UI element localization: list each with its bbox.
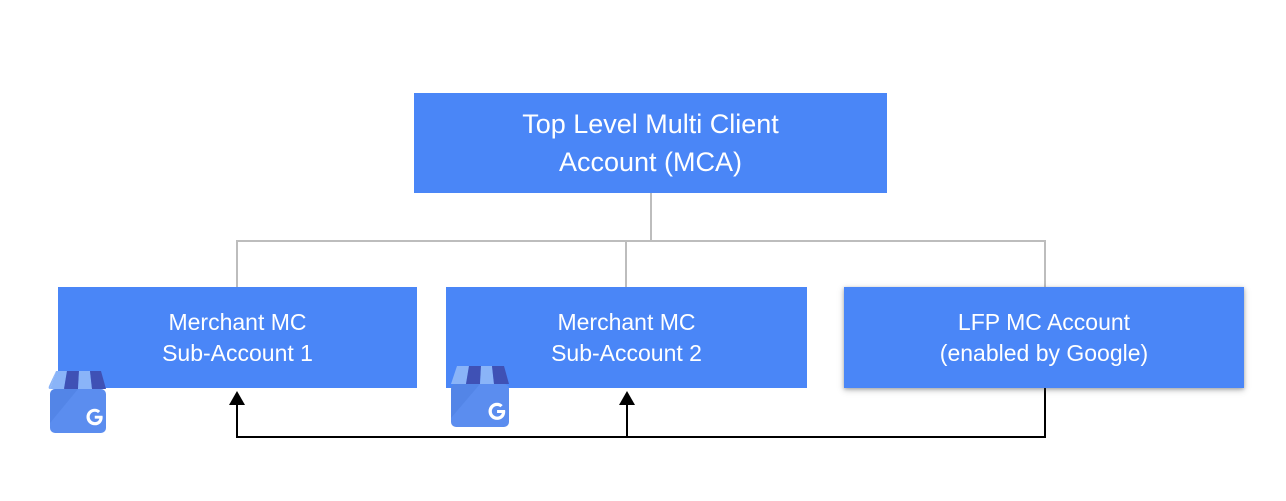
node-lfp-mc-account-line1: LFP MC Account (957, 308, 1131, 335)
google-my-business-icon (43, 367, 113, 433)
node-top-level-mca[interactable]: Top Level Multi Client Account (MCA) (414, 93, 887, 193)
node-merchant-sub-account-2-line2: Sub-Account 2 (551, 339, 702, 366)
node-top-level-mca-line1: Top Level Multi Client (522, 109, 779, 139)
node-lfp-mc-account[interactable]: LFP MC Account (enabled by Google) (844, 287, 1244, 388)
node-top-level-mca-line2: Account (MCA) (558, 147, 743, 177)
arrowhead-to-sub2-icon (619, 391, 635, 405)
node-merchant-sub-account-2-line1: Merchant MC (557, 308, 696, 335)
node-lfp-mc-account-line2: (enabled by Google) (939, 339, 1149, 366)
node-merchant-sub-account-1-text: Merchant MC Sub-Account 1 (58, 307, 417, 369)
node-top-level-mca-text: Top Level Multi Client Account (MCA) (414, 105, 887, 181)
connector-drop-sub2 (625, 240, 627, 288)
node-lfp-mc-account-text: LFP MC Account (enabled by Google) (844, 307, 1244, 369)
connector-drop-lfp (1044, 240, 1046, 288)
flow-riser-to-sub2 (626, 400, 628, 437)
node-merchant-sub-account-2-text: Merchant MC Sub-Account 2 (446, 307, 807, 369)
node-merchant-sub-account-1-line1: Merchant MC (168, 308, 307, 335)
node-merchant-sub-account-1[interactable]: Merchant MC Sub-Account 1 (58, 287, 417, 388)
connector-drop-sub1 (236, 240, 238, 288)
connector-mca-stem (650, 193, 652, 242)
arrowhead-to-sub1-icon (229, 391, 245, 405)
google-my-business-icon (444, 363, 516, 427)
node-merchant-sub-account-1-line2: Sub-Account 1 (162, 339, 313, 366)
node-merchant-sub-account-2[interactable]: Merchant MC Sub-Account 2 (446, 287, 807, 388)
flow-riser-from-lfp (1044, 388, 1046, 438)
connector-horizontal-bus (236, 240, 1046, 242)
flow-riser-to-sub1 (236, 400, 238, 437)
flow-horizontal-bus (236, 436, 1046, 438)
